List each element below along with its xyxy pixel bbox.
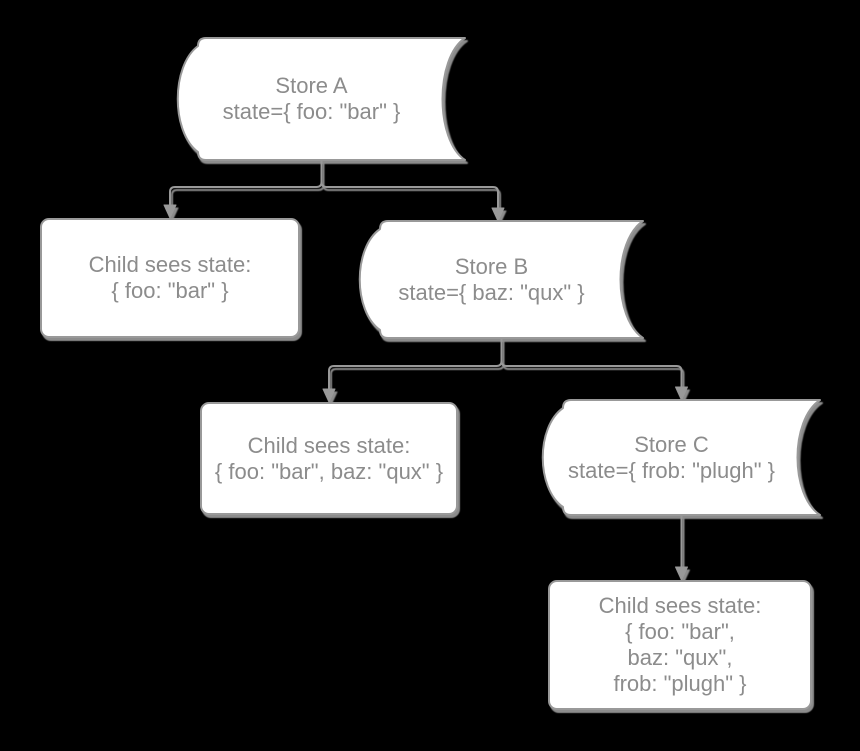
arrowhead-child-a	[163, 204, 177, 219]
child-c-box	[548, 580, 812, 710]
child-b-box	[200, 402, 458, 515]
arrowhead-child-c	[675, 566, 688, 581]
arrowhead-store-b	[491, 207, 505, 222]
edge-store-b-to-store-c	[500, 338, 683, 387]
edge-store-a-to-child-a	[169, 160, 323, 205]
shape-group	[176, 37, 821, 516]
edge-group	[163, 160, 688, 581]
store-b-shape	[358, 220, 644, 339]
store-c-shape	[541, 399, 821, 516]
arrowhead-child-b	[322, 388, 336, 403]
edge-store-b-to-child-b	[328, 338, 503, 389]
child-a-box	[40, 218, 300, 338]
edge-store-a-to-store-b	[320, 160, 499, 208]
store-a-shape	[176, 37, 466, 161]
arrowhead-store-c	[675, 386, 688, 401]
